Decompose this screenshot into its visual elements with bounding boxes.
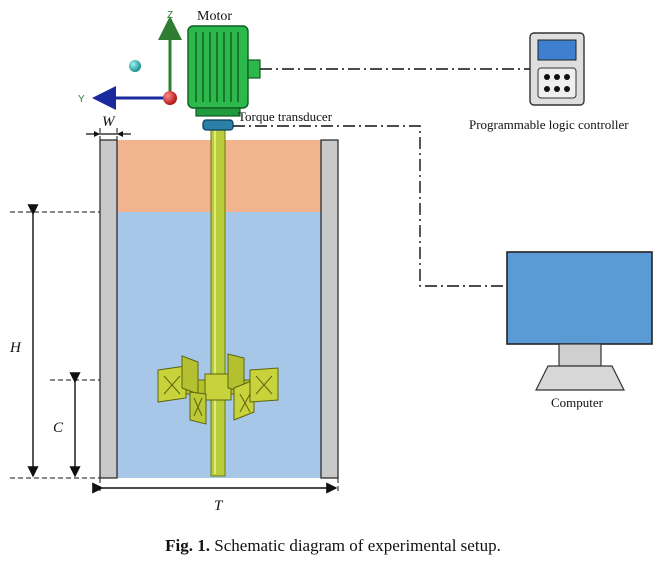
- dimension-lines: [10, 128, 339, 494]
- caption-prefix: Fig. 1.: [165, 536, 211, 555]
- computer-monitor: [506, 251, 653, 345]
- dim-c-label: C: [53, 420, 64, 436]
- dim-h-label: H: [9, 340, 22, 356]
- motor-body: [187, 25, 249, 109]
- plc-display: [537, 39, 577, 61]
- coordinate-axes: Z Y: [78, 10, 182, 110]
- left-baffle-wall: [99, 139, 118, 479]
- computer-neck: [558, 343, 602, 367]
- motor-flange: [195, 107, 241, 117]
- dim-t-label: T: [214, 498, 224, 514]
- z-axis-label: Z: [167, 10, 173, 21]
- impeller-hub: [204, 373, 232, 401]
- computer-label: Computer: [551, 395, 604, 410]
- y-axis-label: Y: [78, 94, 85, 105]
- x-axis-point: [129, 60, 141, 72]
- figure-caption: Fig. 1. Schematic diagram of experimenta…: [0, 536, 666, 556]
- caption-text: Schematic diagram of experimental setup.: [214, 536, 501, 555]
- computer: [506, 251, 653, 391]
- plc-label: Programmable logic controller: [469, 117, 629, 132]
- computer-base: [535, 365, 625, 391]
- plc-keypad: [537, 67, 577, 99]
- motor-terminal-box: [247, 59, 261, 79]
- origin-point: [163, 91, 177, 105]
- motor: [187, 25, 261, 117]
- torque-transducer: [202, 119, 234, 131]
- torque-transducer-label: Torque transducer: [238, 109, 333, 124]
- plc-device: [529, 32, 585, 106]
- motor-label: Motor: [197, 9, 232, 24]
- dim-w-label: W: [102, 114, 116, 130]
- shaft: [210, 127, 226, 477]
- blade-2: [181, 355, 199, 395]
- transducer-to-computer-line: [233, 125, 507, 287]
- right-baffle-wall: [320, 139, 339, 479]
- signal-lines: [233, 68, 530, 287]
- impeller: [157, 353, 279, 425]
